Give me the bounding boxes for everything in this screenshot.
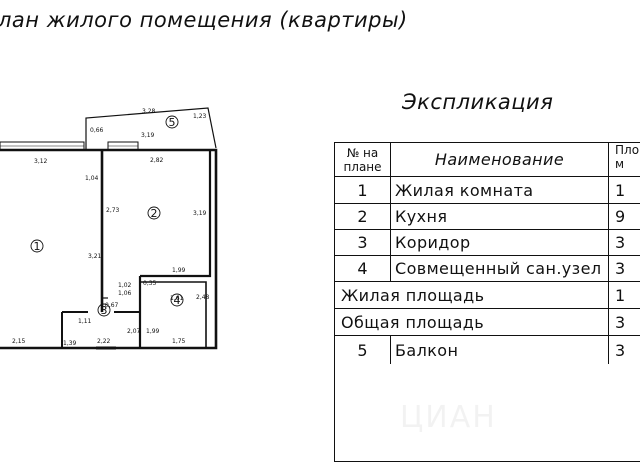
dim-door-a: 1,02 xyxy=(118,282,132,289)
header-num-line1: № на xyxy=(346,145,379,160)
table-row: 2 Кухня 9 xyxy=(335,204,640,230)
room-area-cell: 3 xyxy=(615,233,626,252)
dim-balcony-right: 1,23 xyxy=(193,113,207,120)
table-row: 4 Совмещенный сан.узел 3 xyxy=(335,256,640,282)
dim-corridor-left: 1,39 xyxy=(63,340,77,347)
room-marker-5 xyxy=(165,115,179,129)
balcony-num-cell: 5 xyxy=(335,336,391,364)
room-number-3: 3 xyxy=(101,304,108,317)
room-area-cell: 9 xyxy=(615,207,626,226)
wall-bath xyxy=(140,281,207,348)
header-area-line2: м xyxy=(615,157,625,171)
living-area-label: Жилая площадь xyxy=(335,282,609,308)
dim-room2-bottom: 1,99 xyxy=(172,267,186,274)
explication-table: № на плане Наименование Пло м 1 Жилая ко… xyxy=(334,142,640,462)
dim-room1-right: 3,21 xyxy=(88,253,102,260)
plan-title: лан жилого помещения (квартиры) xyxy=(0,8,408,32)
dim-room1-right-upper: 1,04 xyxy=(85,175,99,182)
dim-corridor-inner: 1,99 xyxy=(146,328,160,335)
room-marker-4 xyxy=(170,293,184,307)
dim-door-b: 1,06 xyxy=(118,290,132,297)
dim-bath-top: 1,61 xyxy=(170,295,184,302)
room-number-1: 1 xyxy=(34,240,41,253)
room-area-cell: 3 xyxy=(615,259,626,278)
dim-corridor-bottom: 2,22 xyxy=(97,338,111,345)
living-area-row: Жилая площадь 1 xyxy=(335,282,640,309)
outer-wall xyxy=(0,148,218,350)
room-number-5: 5 xyxy=(169,116,176,129)
room-area-cell: 1 xyxy=(615,180,626,200)
total-area-value: 3 xyxy=(615,312,626,332)
dim-balcony-left: 0,66 xyxy=(90,127,104,134)
header-area: Пло м xyxy=(609,143,640,176)
dim-room1-bottom: 2,15 xyxy=(12,338,26,345)
dim-room2-left: 2,73 xyxy=(106,207,120,214)
table-row: 3 Коридор 3 xyxy=(335,230,640,256)
explication-title: Экспликация xyxy=(402,90,554,114)
header-area-line1: Пло xyxy=(615,143,640,157)
living-area-value: 1 xyxy=(615,285,626,305)
room-name-cell: Совмещенный сан.узел xyxy=(391,256,609,281)
header-num-line2: плане xyxy=(343,159,382,174)
wall-room2-bottom xyxy=(140,150,212,278)
header-num: № на плане xyxy=(335,143,391,176)
dim-door-c: 0,35 xyxy=(143,280,157,287)
room-num-cell: 4 xyxy=(335,256,391,281)
room-marker-1 xyxy=(30,239,44,253)
table-row: 1 Жилая комната 1 xyxy=(335,177,640,204)
dim-room2-right: 3,19 xyxy=(193,210,207,217)
dim-room1-top: 3,12 xyxy=(34,158,48,165)
room-num-cell: 3 xyxy=(335,230,391,255)
room-num-cell: 1 xyxy=(335,177,391,203)
dim-bath-bottom: 1,75 xyxy=(172,338,186,345)
balcony-name-cell: Балкон xyxy=(391,336,609,364)
total-area-row: Общая площадь 3 xyxy=(335,309,640,336)
room-num-cell: 2 xyxy=(335,204,391,229)
room-marker-2 xyxy=(147,206,161,220)
watermark: ЦИАН xyxy=(400,400,497,435)
room-name-cell: Коридор xyxy=(391,230,609,255)
dim-corridor-right: 2,07 xyxy=(127,328,141,335)
header-name: Наименование xyxy=(391,143,609,176)
dim-corridor-left-mid: 1,11 xyxy=(78,318,92,325)
room-name-cell: Кухня xyxy=(391,204,609,229)
dim-bath-right: 2,48 xyxy=(196,294,210,301)
dim-room2-top: 2,82 xyxy=(150,157,164,164)
room-marker-3 xyxy=(97,303,111,317)
dim-balcony-inner: 3,19 xyxy=(141,132,155,139)
table-header-row: № на плане Наименование Пло м xyxy=(335,143,640,177)
dim-corridor-left-top: 0,67 xyxy=(105,302,119,309)
balcony-outline xyxy=(85,107,217,150)
total-area-label: Общая площадь xyxy=(335,309,609,335)
room-number-4: 4 xyxy=(174,294,181,307)
balcony-row: 5 Балкон 3 xyxy=(335,336,640,364)
balcony-area-cell: 3 xyxy=(615,340,626,360)
room-name-cell: Жилая комната xyxy=(391,177,609,203)
dim-balcony-top: 3,28 xyxy=(142,108,156,115)
floor-plan: 5 1 2 3 4 3,28 1,23 0,66 3,19 3,12 1,04 … xyxy=(0,107,218,350)
room-number-2: 2 xyxy=(151,207,158,220)
